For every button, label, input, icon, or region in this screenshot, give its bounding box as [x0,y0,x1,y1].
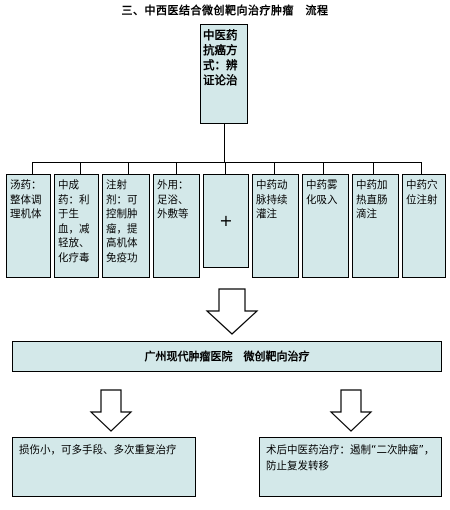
connector-drop-5 [225,162,226,174]
connector-drop-4 [176,162,177,174]
connector-root-down [224,124,225,162]
connector-drop-1 [32,162,33,174]
connector-drop-2 [80,162,81,174]
treatment-arterial-infusion: 中药动脉持续灌注 [252,174,299,278]
treatment-injection: 注射剂：可控制肿瘤，提高机体免疫功 [102,174,150,278]
plus-symbol-box: + [203,174,249,268]
connector-drop-3 [128,162,129,174]
clinic-banner: 广州现代肿瘤医院 微创靶向治疗 [12,341,442,372]
treatment-external-use: 外用：足浴、外敷等 [153,174,200,278]
down-arrow-right-icon [329,389,373,432]
down-arrow-icon [205,288,259,335]
connector-drop-8 [373,162,374,174]
result-postoperative-tcm: 术后中医药治疗：遏制“二次肿瘤”，防止复发转移 [259,437,442,497]
down-arrow-left-icon [89,389,133,432]
result-low-damage: 损伤小，可多手段、多次重复治疗 [12,437,196,497]
treatment-acupoint-injection: 中药穴位注射 [402,174,446,278]
treatment-decoction: 汤药：整体调理机体 [6,174,51,278]
root-node-tcm-anticancer: 中医药抗癌方式：辨证论治 [200,24,248,124]
connector-horizontal-bus [32,162,422,163]
connector-drop-6 [274,162,275,174]
connector-drop-7 [323,162,324,174]
connector-drop-9 [421,162,422,174]
treatment-patent-medicine: 中成药：利于生血，减轻放、化疗毒 [54,174,99,278]
treatment-rectal-drip: 中药加热直肠滴注 [352,174,399,278]
treatment-nebulized-inhalation: 中药雾化吸入 [302,174,349,278]
page-title: 三、中西医结合微创靶向治疗肿瘤 流程 [121,4,329,17]
